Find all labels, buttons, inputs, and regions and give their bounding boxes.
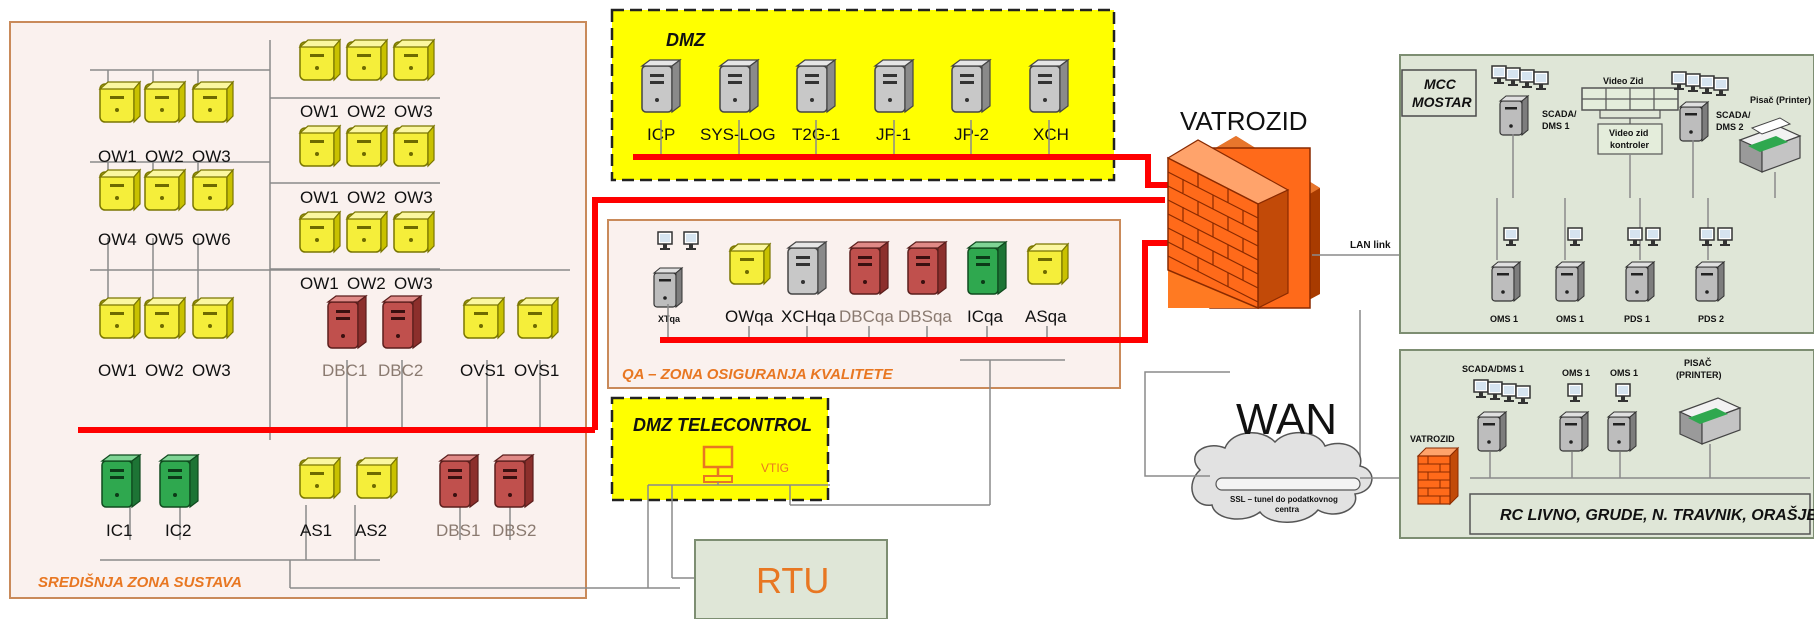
ws-label: OW1: [300, 188, 339, 207]
lan-link-label: LAN link: [1350, 240, 1391, 251]
central-zone: SREDIŠNJA ZONA SUSTAVA OW1: [9, 21, 680, 599]
rc-label: RC LIVNO, GRUDE, N. TRAVNIK, ORAŠJE: [1500, 505, 1814, 524]
dbc-servers: DBC1 DBC2: [322, 295, 423, 380]
ws-group-r3: OW1 OW2 OW3: [299, 211, 435, 293]
qa-zone: QA – ZONA OSIGURANJA KVALITETE XTqa OWqa…: [607, 219, 1121, 506]
mcc-node-label: PDS 1: [1624, 314, 1650, 324]
red-links: [78, 154, 1172, 433]
rc-oms-label: OMS 1: [1610, 368, 1638, 378]
rtu-box: RTU: [694, 539, 888, 620]
rc-scada-label: SCADA/DMS 1: [1462, 364, 1524, 374]
ovs-servers: OVS1 OVS1: [460, 297, 559, 380]
ws-label: OW2: [145, 147, 184, 166]
mcc-label-2: MOSTAR: [1412, 94, 1473, 110]
qa-label: ICqa: [967, 307, 1003, 326]
wan-cloud: [1191, 431, 1373, 523]
scada2-label: SCADA/: [1716, 110, 1751, 120]
as-label: AS2: [355, 521, 387, 540]
mcc-node-label: PDS 2: [1698, 314, 1724, 324]
dmz-telecontrol-label: DMZ TELECONTROL: [633, 415, 812, 435]
dbs-label: DBS2: [492, 521, 536, 540]
ws-label: OW3: [192, 361, 231, 380]
qa-label: OWqa: [725, 307, 774, 326]
ws-group-r2: OW1 OW2 OW3: [299, 125, 435, 207]
as-servers: AS1 AS2: [299, 457, 398, 540]
ic-label: IC1: [106, 521, 132, 540]
qa-zone-label: QA – ZONA OSIGURANJA KVALITETE: [622, 366, 894, 383]
ws-label: OW1: [98, 361, 137, 380]
central-zone-label: SREDIŠNJA ZONA SUSTAVA: [38, 573, 242, 591]
dbc-label: DBC2: [378, 361, 423, 380]
firewall-icon: [1166, 136, 1320, 310]
ws-group-r1: OW1 OW2 OW3: [299, 39, 435, 121]
ws-label: OW3: [394, 188, 433, 207]
dmz-server-label: XCH: [1033, 125, 1069, 144]
dmz-label: DMZ: [666, 30, 706, 50]
rc-printer-label: (PRINTER): [1676, 370, 1722, 380]
ws-label: OW3: [394, 102, 433, 121]
printer-icon: [1738, 117, 1802, 173]
dbc-label: DBC1: [322, 361, 367, 380]
ssl-tunnel-label: centra: [1275, 505, 1300, 514]
qa-label: ASqa: [1025, 307, 1067, 326]
ws-label: OW1: [98, 147, 137, 166]
vtig-label: VTIG: [761, 461, 789, 475]
ovs-label: OVS1: [460, 361, 505, 380]
scada1-label: SCADA/: [1542, 109, 1577, 119]
video-ctrl-label: kontroler: [1610, 140, 1650, 150]
qa-label: XCHqa: [781, 307, 836, 326]
mcc-node-label: OMS 1: [1490, 314, 1518, 324]
rc-oms-label: OMS 1: [1562, 368, 1590, 378]
qa-label: XTqa: [658, 314, 681, 324]
dmz-telecontrol-zone: DMZ TELECONTROL VTIG: [610, 396, 830, 588]
ws-label: OW6: [192, 230, 231, 249]
wan-label: WAN: [1236, 395, 1337, 444]
rtu-label: RTU: [756, 560, 829, 601]
mcc-site: MCC MOSTAR SCADA/ DMS 1 Video Zid Video …: [1399, 54, 1814, 334]
firewall-label: VATROZID: [1180, 106, 1308, 136]
ws-label: OW2: [347, 102, 386, 121]
qa-label: DBSqa: [898, 307, 952, 326]
ic-label: IC2: [165, 521, 191, 540]
ws-label: OW2: [347, 188, 386, 207]
rc-printer-label: PISAČ: [1684, 357, 1712, 368]
video-wall-label: Video Zid: [1603, 76, 1643, 86]
ws-label: OW2: [347, 274, 386, 293]
ws-group-a: OW1 OW2 OW3: [98, 81, 234, 166]
printer-label: Pisač (Printer): [1750, 95, 1811, 105]
rc-site: SCADA/DMS 1 OMS 1 OMS 1 PISAČ (PRINTER) …: [1399, 349, 1814, 539]
rc-firewall-icon: [1416, 446, 1460, 506]
rc-printer-icon: [1678, 397, 1742, 445]
mcc-label: MCC: [1424, 76, 1457, 92]
ssl-tunnel-label: SSL – tunel do podatkovnog: [1230, 495, 1338, 504]
scada1-label: DMS 1: [1542, 121, 1570, 131]
ws-label: OW5: [145, 230, 184, 249]
ws-group-c: OW1 OW2 OW3: [98, 297, 234, 380]
video-wall-icon: [1581, 87, 1679, 124]
ws-label: OW1: [300, 274, 339, 293]
as-label: AS1: [300, 521, 332, 540]
ws-label: OW2: [145, 361, 184, 380]
qa-label: DBCqa: [839, 307, 894, 326]
dmz-server-label: SYS-LOG: [700, 125, 776, 144]
mcc-node-label: OMS 1: [1556, 314, 1584, 324]
ws-label: OW4: [98, 230, 137, 249]
ic-servers: IC1 IC2: [101, 454, 199, 540]
video-ctrl-label: Video zid: [1609, 128, 1648, 138]
ovs-label: OVS1: [514, 361, 559, 380]
ws-group-b: OW4 OW5 OW6: [98, 169, 234, 249]
scada2-label: DMS 2: [1716, 122, 1744, 132]
dmz-zone: DMZ ICP SYS-LOG T2G-1 JP-1 JP-2 XCH: [610, 8, 1116, 182]
rc-firewall-label: VATROZID: [1410, 434, 1455, 444]
ws-label: OW1: [300, 102, 339, 121]
ws-label: OW3: [394, 274, 433, 293]
dbs-servers: DBS1 DBS2: [436, 454, 536, 540]
dbs-label: DBS1: [436, 521, 480, 540]
ws-label: OW3: [192, 147, 231, 166]
